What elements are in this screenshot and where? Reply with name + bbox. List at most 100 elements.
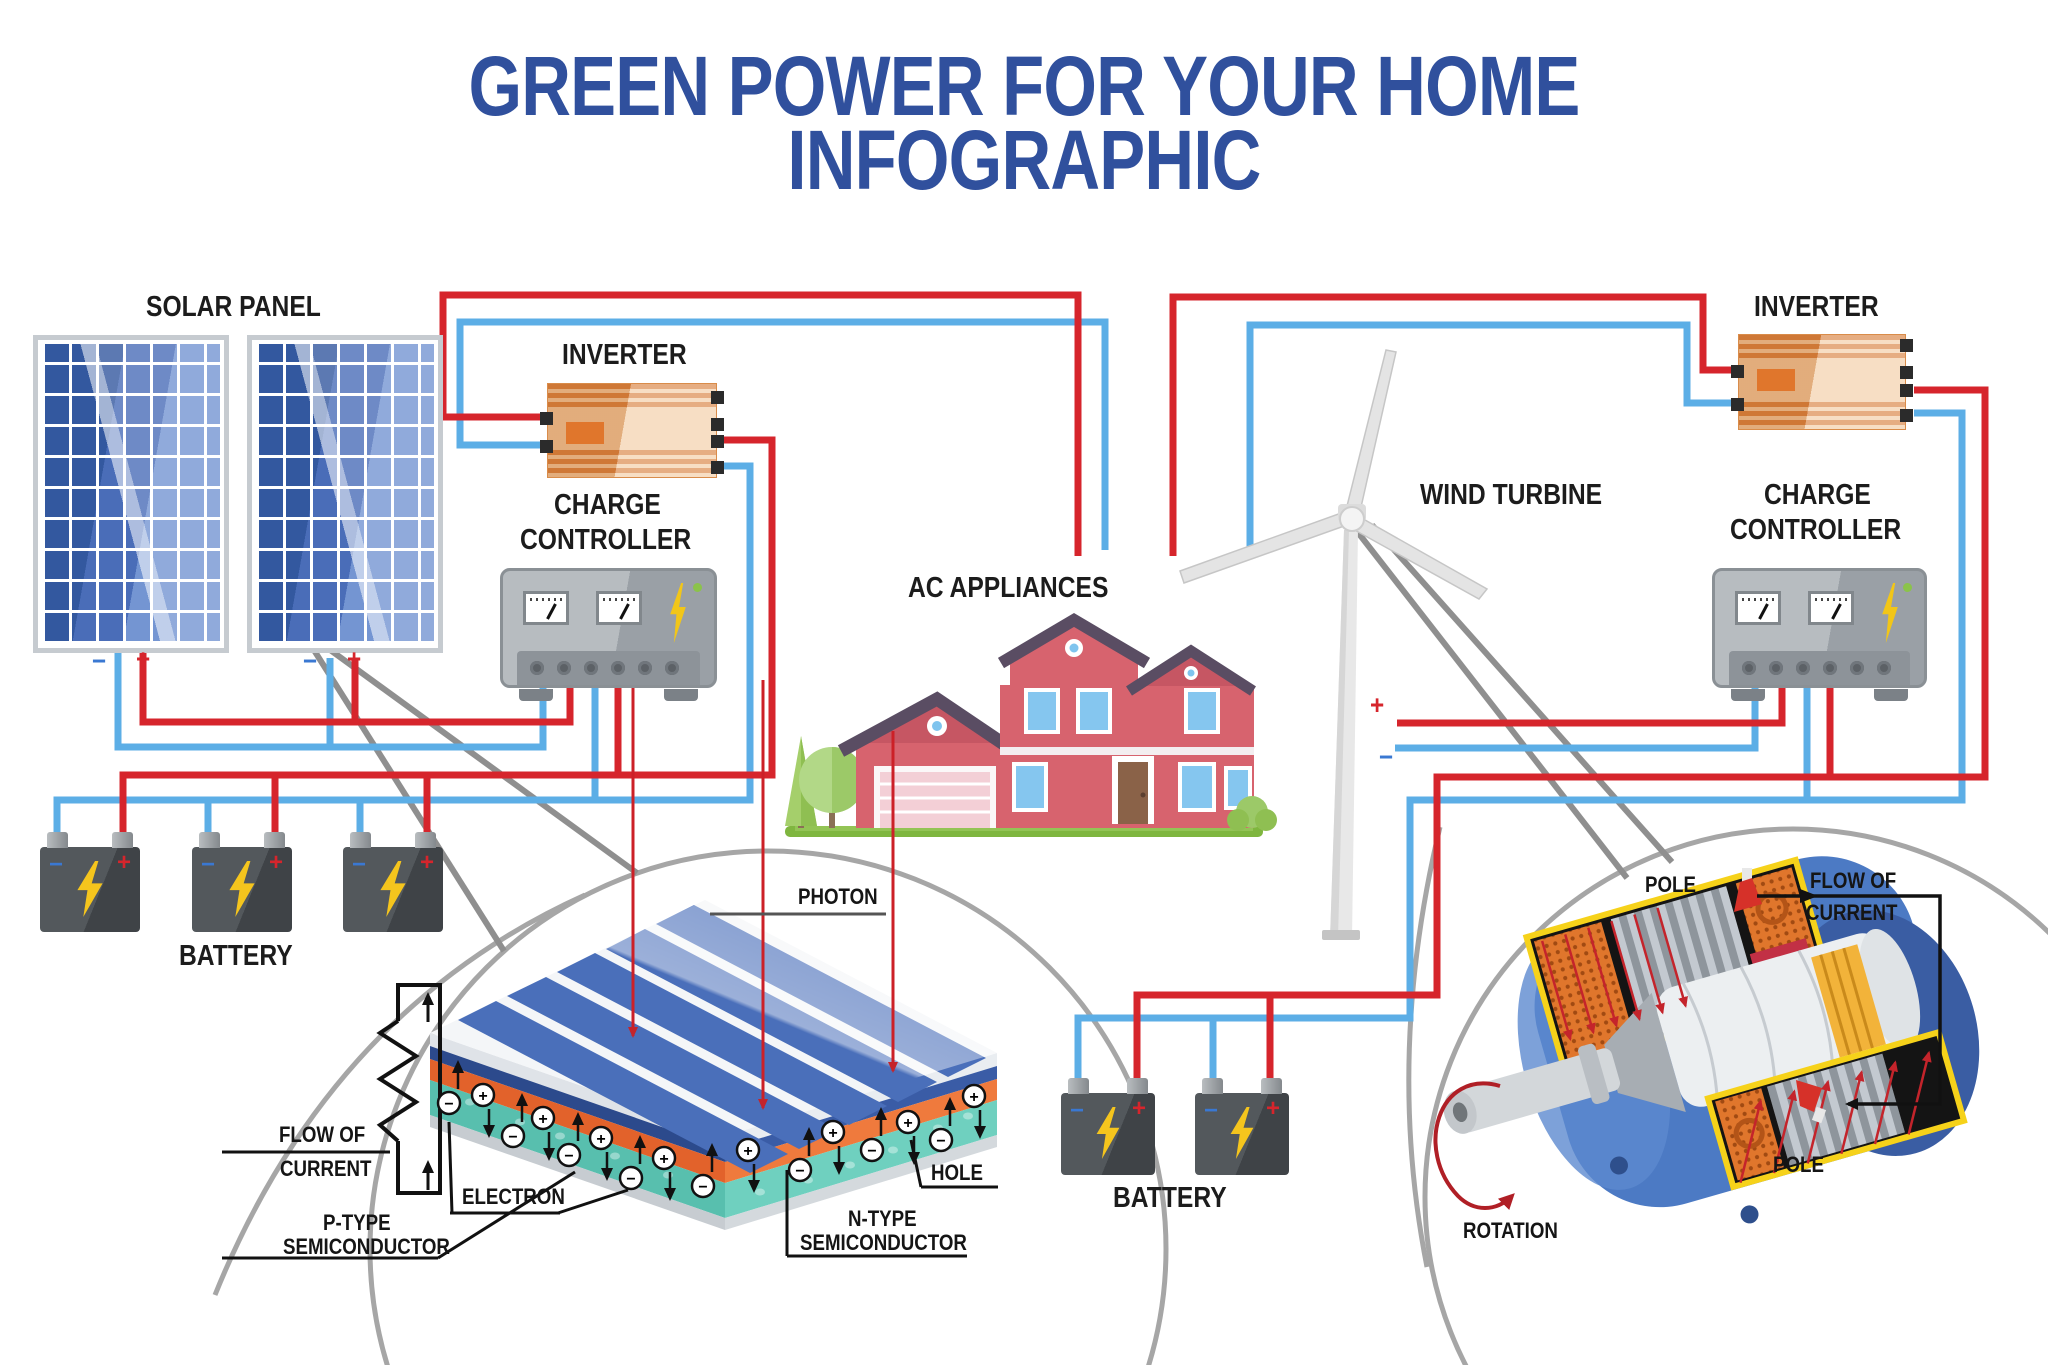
electron-icon <box>500 1123 526 1149</box>
garage-door-stripes <box>880 782 990 814</box>
n-type-label-2: SEMICONDUCTOR <box>800 1230 967 1255</box>
solar-panel-1 <box>33 335 229 653</box>
controller-port <box>611 661 625 675</box>
inverter-right-device <box>1731 334 1913 430</box>
electron-icon: − <box>867 1143 876 1160</box>
electron-icon <box>928 1127 954 1153</box>
electron-label: ELECTRON <box>462 1184 565 1209</box>
controller-port <box>584 661 598 675</box>
controller-foot <box>1874 689 1908 701</box>
battery-4: − + <box>1061 1078 1155 1175</box>
electron-icon <box>787 1157 813 1183</box>
hole-icon <box>735 1137 761 1163</box>
battery-plus-label: + <box>116 849 131 876</box>
controller-port <box>1742 661 1756 675</box>
lightning-icon <box>670 583 686 643</box>
generator-detail <box>1433 856 1980 1224</box>
hole-label: HOLE <box>931 1160 983 1185</box>
dc-port <box>1900 366 1913 379</box>
ac-port <box>1731 365 1744 378</box>
field-arrows <box>1540 907 1932 1183</box>
flow-of-current-label-2: CURRENT <box>280 1156 372 1181</box>
battery-left-label: BATTERY <box>179 940 293 972</box>
inverter-fins <box>548 384 716 411</box>
electron-icon <box>690 1173 716 1199</box>
solar-panel-label: SOLAR PANEL <box>146 291 321 323</box>
ac-port <box>711 461 724 474</box>
page-title-line1: GREEN POWER FOR YOUR HOME <box>468 39 1580 133</box>
house-windows <box>1012 688 1252 812</box>
electron-icon <box>618 1165 644 1191</box>
hole-icon <box>651 1145 677 1171</box>
hole-icon: + <box>828 1125 837 1142</box>
ac-port <box>1731 398 1744 411</box>
inverter-left-device <box>540 383 724 478</box>
gen-flow-label-2: CURRENT <box>1806 900 1898 925</box>
lightning-icon <box>380 861 406 917</box>
controller-port <box>665 661 679 675</box>
turbine-minus-label: − <box>1379 742 1394 772</box>
lightning-icon <box>1882 583 1898 643</box>
controller-foot <box>1731 689 1765 701</box>
lightning-icon <box>1230 1107 1254 1159</box>
electron-icon <box>436 1090 462 1116</box>
screw-icon <box>1740 1205 1759 1224</box>
controller-port <box>1877 661 1891 675</box>
controller-foot <box>519 689 553 701</box>
generator-detail-circle <box>1422 826 2048 1365</box>
turbine-blades <box>1179 349 1489 600</box>
battery-3: − + <box>343 832 443 932</box>
p-type-label-1: P-TYPE <box>323 1210 391 1235</box>
dc-port <box>1900 339 1913 352</box>
n-type-label-1: N-TYPE <box>848 1206 917 1231</box>
inverter-right-label: INVERTER <box>1754 291 1879 323</box>
dc-port <box>540 412 553 425</box>
hole-icon <box>820 1119 846 1145</box>
solar-cells-grid <box>256 344 434 644</box>
electron-icon: − <box>564 1148 573 1165</box>
meter-gauge-icon <box>596 591 642 625</box>
inverter-fins <box>1739 402 1905 429</box>
battery-terminal <box>47 832 68 848</box>
electron-icon: − <box>698 1179 707 1196</box>
battery-plus-label: + <box>1131 1095 1146 1122</box>
right-swoosh-arc <box>1406 826 1443 1268</box>
dc-port <box>1900 384 1913 397</box>
meter-gauge-icon <box>1808 591 1854 625</box>
battery-terminal <box>199 832 220 848</box>
controller-port <box>638 661 652 675</box>
hole-icon: + <box>596 1131 605 1148</box>
battery-2: − + <box>192 832 292 932</box>
hole-icon <box>961 1083 987 1109</box>
charge-controller-right-device <box>1712 568 1927 701</box>
controller-port <box>1850 661 1864 675</box>
electron-icon: − <box>936 1133 945 1150</box>
flow-of-current-label-1: FLOW OF <box>279 1122 366 1147</box>
battery-plus-label: + <box>268 849 283 876</box>
lightning-icon <box>229 861 255 917</box>
resistor-circuit <box>376 983 442 1195</box>
electron-icon: − <box>444 1096 453 1113</box>
page-title-line2: INFOGRAPHIC <box>787 113 1261 207</box>
battery-minus-label: − <box>49 851 64 878</box>
panel1-minus-label: − <box>92 646 107 676</box>
charge-controller-left-device <box>500 568 717 701</box>
controller-port <box>1796 661 1810 675</box>
pole-bottom-label: POLE <box>1773 1152 1824 1177</box>
ac-port <box>711 418 724 431</box>
controller-port-strip <box>1729 651 1910 685</box>
charge-controller-right-label-2: CONTROLLER <box>1730 514 1902 546</box>
hole-icon: + <box>969 1089 978 1106</box>
controller-port <box>1823 661 1837 675</box>
screw-icon <box>1609 1156 1628 1175</box>
photon-label: PHOTON <box>798 884 878 909</box>
hole-icon <box>470 1082 496 1108</box>
panel2-plus-label: + <box>347 644 362 674</box>
battery-terminal <box>1127 1078 1148 1094</box>
led-icon <box>1903 583 1912 592</box>
battery-terminal <box>264 832 285 848</box>
charge-controller-left-label-1: CHARGE <box>554 489 661 521</box>
panel1-plus-label: + <box>136 644 151 674</box>
ac-appliances-label: AC APPLIANCES <box>908 572 1109 604</box>
charge-controller-right-label-1: CHARGE <box>1764 479 1871 511</box>
